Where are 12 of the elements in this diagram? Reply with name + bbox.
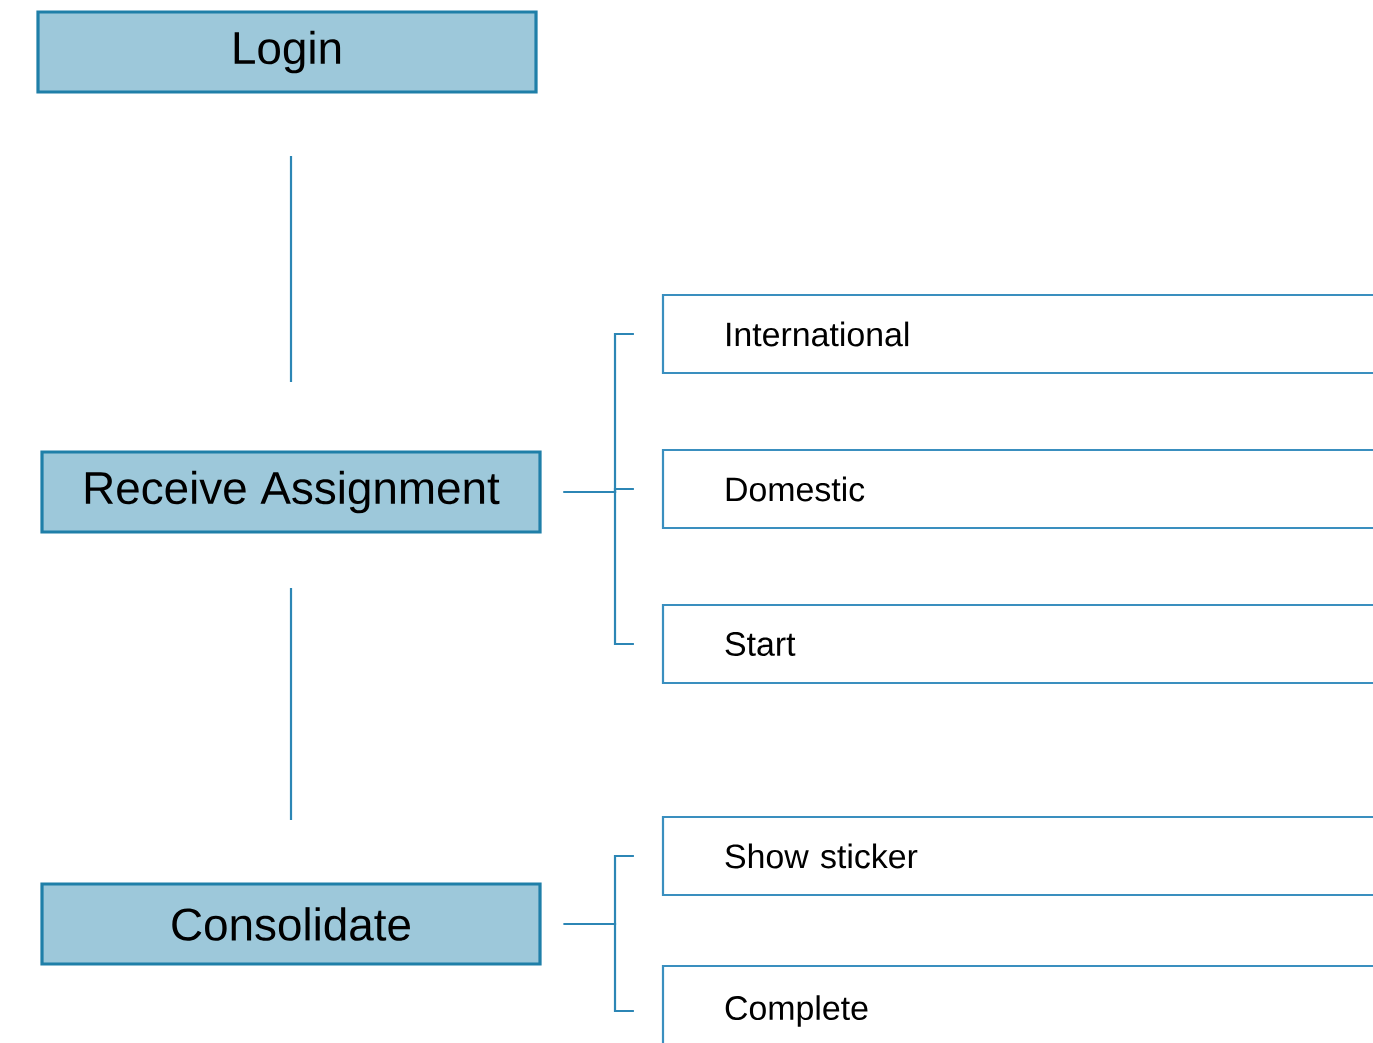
option-box: Start — [661, 603, 1373, 685]
option-box: Complete — [661, 964, 1373, 1043]
connector-line — [289, 156, 293, 382]
option-box: Show sticker — [661, 815, 1373, 897]
option-box: International — [661, 293, 1373, 375]
step-box: Receive Assignment — [40, 450, 542, 534]
step-box: Login — [36, 10, 538, 94]
step-box: Consolidate — [40, 882, 542, 966]
connector-line — [289, 588, 293, 820]
bracket-line — [563, 922, 634, 1013]
option-box: Domestic — [661, 448, 1373, 530]
bracket-line — [563, 490, 634, 646]
